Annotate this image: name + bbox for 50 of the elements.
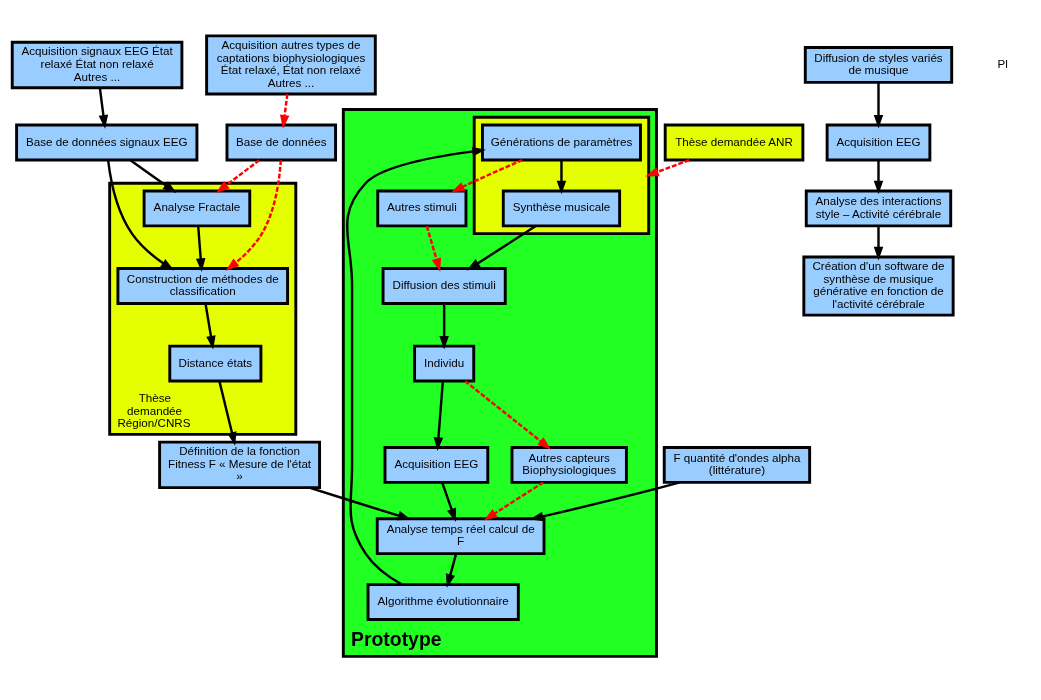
arrow [195,226,206,272]
arrow [529,481,681,522]
arrow [106,160,175,271]
arrow [345,146,486,586]
node-box: Diffusion de styles variés de musique [803,46,954,84]
arrow [441,482,457,522]
node-box: Autres capteurs Biophysiologiques [510,446,628,484]
node-box: Synthèse musicale [501,189,622,228]
arrow [425,225,441,272]
node-box: Définition de la fonction Fitness F « Mesure de l'état » [158,440,322,490]
arrow [645,159,690,177]
arrow [873,160,884,195]
node-box: Algorithme évolutionnaire [366,583,520,621]
node-box: Thèse demandée ANR [663,123,805,162]
arrow [451,158,523,193]
arrow [873,226,884,261]
node-box: Individu [413,344,476,383]
label: Pl [997,56,1008,70]
node-box: Construction de méthodes de classification [116,267,290,305]
node-box: Analyse Fractale [142,189,252,228]
arrow [279,93,290,129]
node-box: Autres stimuli [376,189,468,228]
arrow [218,381,237,446]
arrow [873,82,884,129]
node-box: F quantité d'ondes alpha (littérature) [662,446,812,484]
arrow [204,303,216,350]
arrow [433,381,445,451]
node-box: Diffusion des stimuli [381,267,507,305]
node-box: Acquisition EEG [825,123,932,162]
node-box: Distance états [168,344,263,383]
node-box: Acquisition autres types de captations biophysiologiques État relaxé, État non relaxé Autres ... [205,34,377,96]
node-box: Création d'un software de synthèse de musique générative en fonction de l'activité cérébrale [802,255,955,317]
arrow [483,481,544,521]
arrow [466,225,537,271]
arrow [98,87,109,129]
arrow [216,159,260,193]
arrow [439,303,449,350]
node-box: Acquisition EEG [383,446,490,484]
arrow [225,160,282,271]
arrow [445,553,458,588]
arrow [129,159,177,193]
node-box: Acquisition signaux EEG État relaxé État non relaxé Autres ... [10,40,184,90]
node-box: Générations de paramètres [481,123,642,162]
arrow [556,160,567,195]
node-box: Analyse des interactions style – Activité cérébrale [804,189,953,228]
node-box: Base de données signaux EEG [15,123,199,162]
arrow [308,486,412,521]
node-box: Base de données [225,123,338,162]
node-box: Analyse temps réel calcul de F [375,517,546,556]
arrow [464,380,552,450]
